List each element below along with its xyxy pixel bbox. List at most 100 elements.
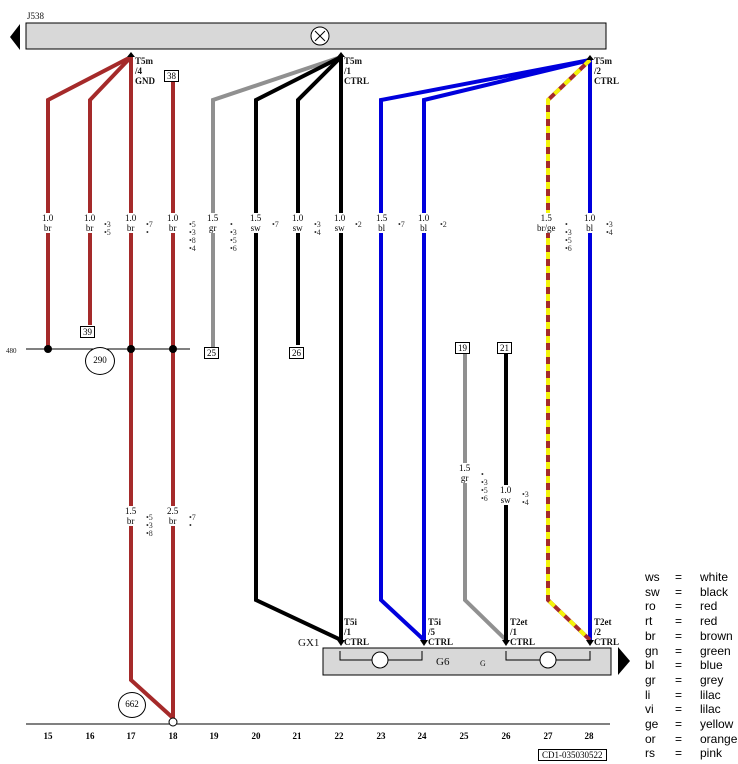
box-19: 19 — [455, 342, 470, 354]
column-number: 15 — [43, 731, 53, 741]
legend-name: black — [700, 584, 729, 599]
legend-row: vi=lilac — [645, 702, 738, 716]
column-number: 20 — [251, 731, 261, 741]
blue-wires — [379, 58, 592, 642]
legend-row: rs=pink — [645, 746, 738, 760]
legend-row: li=lilac — [645, 688, 738, 702]
motor-icon — [539, 651, 557, 669]
ref-24: •2 — [440, 220, 447, 229]
column-number: 25 — [459, 731, 469, 741]
ref-mid-18: •7 • — [189, 513, 196, 530]
legend-row: sw=black — [645, 585, 738, 599]
legend-row: bl = blue — [645, 658, 738, 672]
legend-name: grey — [700, 672, 724, 687]
legend-row: rt=red — [645, 614, 738, 628]
box-21: 21 — [497, 342, 512, 354]
gx1-module — [322, 647, 612, 676]
ref-17: •7 • — [146, 220, 153, 237]
legend-name: pink — [700, 746, 723, 761]
black-wires — [254, 55, 343, 642]
legend-eq: = — [675, 658, 683, 673]
legend-code: or — [645, 731, 656, 746]
legend-name: orange — [700, 731, 738, 746]
column-number: 27 — [543, 731, 553, 741]
legend-row: gn=green — [645, 644, 738, 658]
g6-label: G6 — [436, 656, 450, 668]
column-number: 21 — [292, 731, 302, 741]
legend-code: rs — [645, 746, 655, 761]
column-number: 18 — [168, 731, 178, 741]
legend-eq: = — [675, 599, 683, 614]
ref-mid-26: •3 •4 — [522, 490, 529, 507]
legend-code: br — [645, 628, 656, 643]
legend-code: gr — [645, 672, 656, 687]
circle-662: 662 — [118, 692, 146, 718]
g-label: G — [480, 659, 486, 668]
column-number: 23 — [376, 731, 386, 741]
motor-icon — [371, 651, 389, 669]
legend-name: lilac — [700, 687, 721, 702]
ref-20: •7 — [272, 220, 279, 229]
legend-row: br = brown — [645, 629, 738, 643]
legend-code: ge — [645, 717, 659, 731]
ref-16: •3 •5 — [104, 220, 111, 237]
ref-18: •5 •3 •8 •4 — [189, 220, 196, 253]
column-number: 19 — [209, 731, 219, 741]
legend-eq: = — [675, 672, 683, 687]
legend-row: ge=yellow — [645, 717, 738, 731]
grey-wire-19 — [211, 55, 342, 349]
legend-eq: = — [675, 584, 683, 599]
ref-23: •7 — [398, 220, 405, 229]
ref-22: •2 — [355, 220, 362, 229]
legend-code: rt — [645, 614, 653, 629]
legend-row: gr = grey — [645, 673, 738, 687]
legend-name: white — [700, 570, 729, 584]
box-26: 26 — [289, 347, 304, 359]
box-39: 39 — [80, 326, 95, 338]
box-38: 38 — [164, 70, 179, 82]
junction-dots — [44, 345, 177, 353]
ref-27: • •3 •5 •6 — [565, 220, 572, 253]
ref-21: •3 •4 — [314, 220, 321, 237]
gx1-label: GX1 — [298, 637, 320, 649]
legend-name: lilac — [700, 702, 721, 717]
column-number: 28 — [584, 731, 594, 741]
legend-code: bl — [645, 658, 655, 673]
column-number: 22 — [334, 731, 344, 741]
side-label-480: 480 — [6, 347, 17, 355]
right-arrow-icon — [618, 647, 630, 675]
brown-yellow-wire-27 — [546, 58, 592, 642]
legend-name: brown — [700, 628, 733, 643]
legend-eq: = — [675, 643, 683, 658]
legend-code: vi — [645, 702, 654, 717]
legend-code: ro — [645, 599, 656, 614]
legend-row: ws=white — [645, 570, 738, 584]
legend-name: blue — [700, 658, 723, 673]
circle-290: 290 — [85, 347, 115, 375]
legend-eq: = — [675, 687, 683, 702]
legend-eq: = — [675, 628, 683, 643]
legend-row: ro=red — [645, 599, 738, 613]
grey-wire-25 — [463, 352, 508, 642]
left-arrow-icon — [10, 24, 20, 50]
box-25: 25 — [204, 347, 219, 359]
column-number: 24 — [417, 731, 427, 741]
